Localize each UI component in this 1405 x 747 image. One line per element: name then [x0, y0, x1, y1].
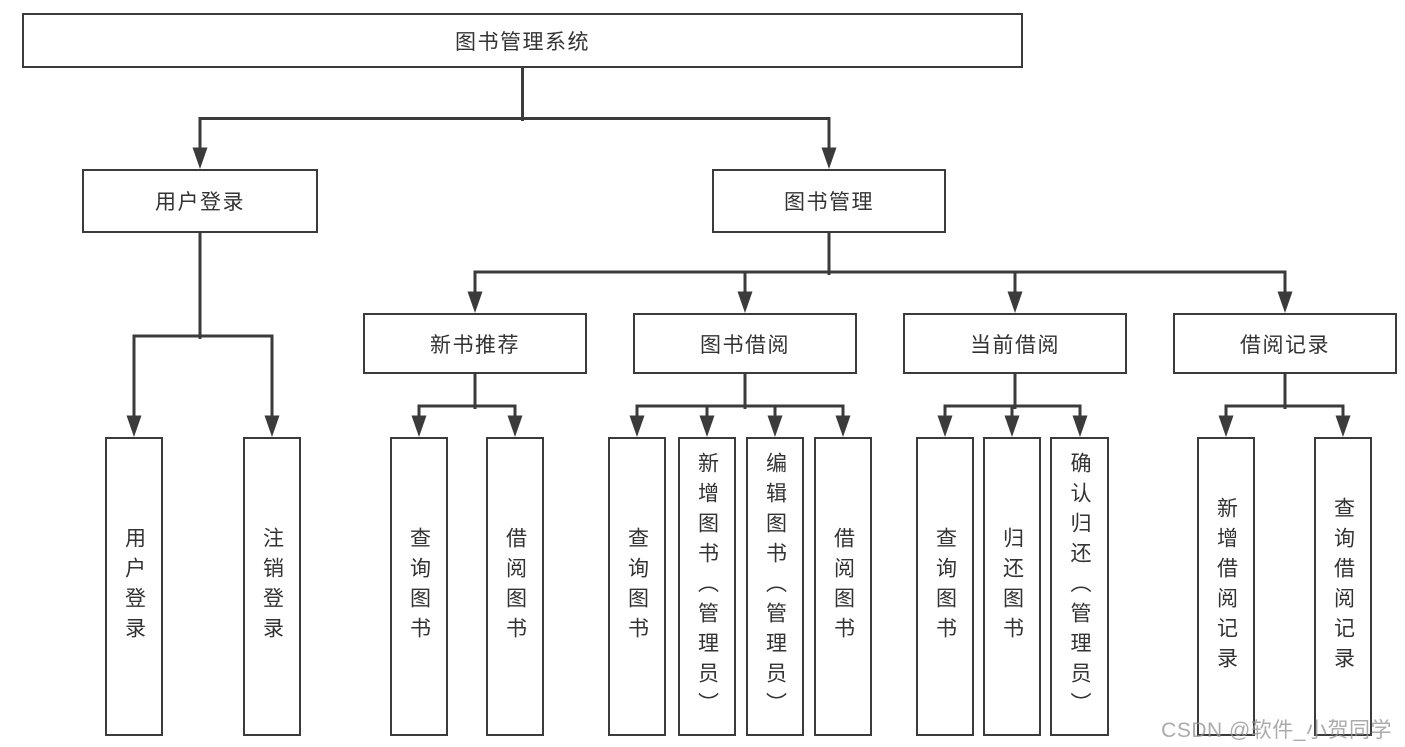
- leaf-borrow-books-recommend: 借阅图书: [486, 437, 544, 736]
- connector-newbook-to-leaves: [417, 372, 517, 418]
- node-book-borrowing: 图书借阅: [633, 313, 857, 374]
- arrowheads: [126, 147, 1351, 437]
- leaf-return-books: 归还图书: [983, 437, 1041, 736]
- leaf-confirm-return-admin-label: 确认归还（管理员）: [1068, 451, 1091, 722]
- connector-bookmgmt-to-level3: [473, 231, 1287, 294]
- leaf-query-books-borrow: 查询图书: [608, 437, 666, 736]
- leaf-borrow-books-borrow: 借阅图书: [814, 437, 872, 736]
- connector-borrow-to-leaves: [635, 372, 845, 418]
- connector-userlogin-to-leaves: [132, 231, 274, 418]
- leaf-borrow-books-recommend-label: 借阅图书: [503, 526, 527, 647]
- node-book-management-label: 图书管理: [784, 191, 874, 214]
- leaf-edit-books-admin: 编辑图书（管理员）: [746, 437, 804, 736]
- leaf-user-login-label: 用户登录: [122, 526, 146, 647]
- node-user-login: 用户登录: [82, 169, 318, 233]
- leaf-edit-books-admin-label: 编辑图书（管理员）: [763, 451, 787, 722]
- leaf-query-borrow-record-label: 查询借阅记录: [1331, 496, 1355, 677]
- node-new-book-recommendation: 新书推荐: [363, 313, 587, 374]
- node-borrowing-records: 借阅记录: [1173, 313, 1397, 374]
- node-book-management: 图书管理: [712, 169, 946, 233]
- leaf-query-books-current-label: 查询图书: [933, 526, 957, 647]
- node-user-login-label: 用户登录: [155, 191, 245, 214]
- leaf-add-borrow-record-label: 新增借阅记录: [1214, 496, 1238, 677]
- leaf-logout-label: 注销登录: [260, 526, 284, 647]
- node-borrowing-records-label: 借阅记录: [1240, 333, 1330, 357]
- node-library-system: 图书管理系统: [22, 13, 1023, 68]
- leaf-query-books-recommend: 查询图书: [390, 437, 448, 736]
- leaf-query-books-current: 查询图书: [916, 437, 974, 736]
- leaf-return-books-label: 归还图书: [1000, 526, 1024, 647]
- connector-current-to-leaves: [943, 372, 1082, 418]
- leaf-add-borrow-record: 新增借阅记录: [1197, 437, 1255, 736]
- node-current-borrowing: 当前借阅: [903, 313, 1127, 374]
- leaf-user-login: 用户登录: [105, 437, 163, 736]
- connector-record-to-leaves: [1224, 372, 1345, 418]
- node-current-borrowing-label: 当前借阅: [970, 333, 1060, 357]
- leaf-logout: 注销登录: [243, 437, 301, 736]
- leaf-query-borrow-record: 查询借阅记录: [1314, 437, 1372, 736]
- leaf-add-books-admin-label: 新增图书（管理员）: [695, 451, 719, 722]
- leaf-query-books-recommend-label: 查询图书: [407, 526, 431, 647]
- leaf-borrow-books-borrow-label: 借阅图书: [831, 526, 855, 647]
- leaf-query-books-borrow-label: 查询图书: [625, 526, 649, 647]
- leaf-add-books-admin: 新增图书（管理员）: [678, 437, 736, 736]
- node-new-book-recommendation-label: 新书推荐: [430, 333, 520, 357]
- node-book-borrowing-label: 图书借阅: [700, 333, 790, 357]
- leaf-confirm-return-admin: 确认归还（管理员）: [1050, 437, 1109, 736]
- csdn-watermark: CSDN @软件_小贺同学: [1161, 719, 1392, 742]
- node-library-system-label: 图书管理系统: [455, 30, 590, 54]
- connector-root-to-level2: [198, 66, 831, 150]
